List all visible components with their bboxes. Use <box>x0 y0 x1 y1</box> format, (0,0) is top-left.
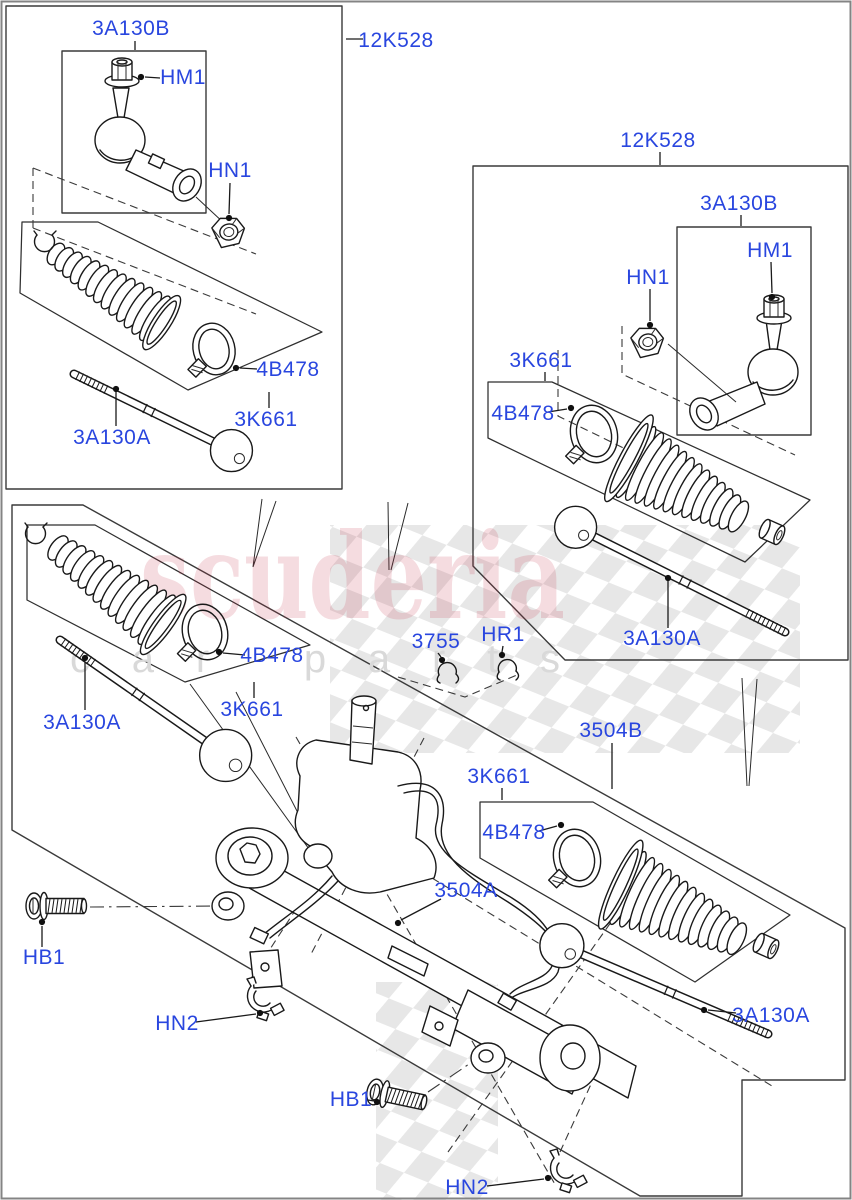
projection-lines <box>32 167 796 1187</box>
boot-clamp-small-mid-left <box>24 522 48 545</box>
part-label-group: HN1 <box>208 159 252 222</box>
bellows-boot-top-right <box>603 414 750 533</box>
part-label-group: 3A130A <box>623 574 701 650</box>
part-label-3a130a-6[interactable]: 3A130A <box>73 426 151 449</box>
exploded-parts <box>24 57 792 1194</box>
bellows-boot-top-left <box>46 242 182 351</box>
part-label-group: 12K528 <box>620 129 695 165</box>
part-label-group: 4B478 <box>482 821 565 844</box>
clip-hr1 <box>496 658 520 681</box>
part-label-group: 3755 <box>412 630 461 664</box>
part-label-hn1-10[interactable]: HN1 <box>626 266 670 289</box>
bolt-hb1-left <box>25 891 88 921</box>
part-label-group: 3504A <box>394 879 497 927</box>
part-label-4b478-14[interactable]: 4B478 <box>240 644 303 667</box>
part-label-3a130a-16[interactable]: 3A130A <box>43 711 121 734</box>
part-label-group: 3A130B <box>92 17 170 50</box>
bellows-boot-bottom-right <box>597 839 748 956</box>
bellows-boot-mid-left <box>47 535 187 656</box>
box-3a130b-left <box>61 50 207 214</box>
part-label-3504a-22[interactable]: 3504A <box>434 879 497 902</box>
part-label-3k661-15[interactable]: 3K661 <box>220 698 283 721</box>
boot-kit-box-mid-left <box>26 524 311 683</box>
boot-clamp-4b478-top-right <box>564 404 619 465</box>
part-label-group: HB1 <box>330 1088 381 1111</box>
nut-hn1-left <box>211 217 246 249</box>
part-label-group: HN1 <box>626 266 670 329</box>
panel-3504b <box>11 504 846 1197</box>
part-label-12k528-1[interactable]: 12K528 <box>358 29 433 52</box>
inner-tie-rod-top-right <box>553 505 790 637</box>
part-label-3a130b-0[interactable]: 3A130B <box>92 17 170 40</box>
part-label-group: 3K661 <box>509 349 572 381</box>
steering-gear <box>211 695 637 1099</box>
part-label-hb1-26[interactable]: HB1 <box>330 1088 372 1111</box>
part-label-3a130a-23[interactable]: 3A130A <box>732 1004 810 1027</box>
boot-kit-box-top-left <box>19 221 323 391</box>
watermark-brand: scuderia <box>140 507 565 646</box>
part-label-group: HB1 <box>23 918 65 969</box>
part-label-group: HR1 <box>481 623 525 659</box>
boot-clamp-small-top-left <box>33 230 57 253</box>
part-label-hm1-2[interactable]: HM1 <box>160 66 206 89</box>
bolt-hb1-lower <box>366 1078 428 1111</box>
part-number-labels: 3A130B12K528HM1HN14B4783K6613A130A12K528… <box>23 17 810 1199</box>
part-label-group: 3A130A <box>43 654 121 734</box>
part-label-group: 4B478 <box>491 402 575 425</box>
part-label-3k661-5[interactable]: 3K661 <box>234 408 297 431</box>
part-label-3504b-19[interactable]: 3504B <box>579 719 642 742</box>
boot-clamp-4b478-top-left <box>187 322 236 378</box>
boot-bushing-bottom-right <box>752 932 780 960</box>
part-label-group: 4B478 <box>215 644 303 667</box>
part-label-hr1-18[interactable]: HR1 <box>481 623 525 646</box>
part-label-group: 3K661 <box>220 682 283 721</box>
part-label-3a130b-8[interactable]: 3A130B <box>700 192 778 215</box>
part-label-4b478-21[interactable]: 4B478 <box>482 821 545 844</box>
part-label-group: HM1 <box>137 66 206 89</box>
part-label-group: HN2 <box>155 1009 264 1035</box>
panel-12k528-right <box>472 165 849 661</box>
part-label-group: 12K528 <box>346 29 433 52</box>
inner-tie-rod-bottom-right <box>539 922 773 1039</box>
boot-clamp-4b478-bottom-right <box>547 828 602 889</box>
part-label-hn1-3[interactable]: HN1 <box>208 159 252 182</box>
part-label-hn2-27[interactable]: HN2 <box>445 1176 489 1199</box>
part-label-3a130a-13[interactable]: 3A130A <box>623 627 701 650</box>
part-label-3755-17[interactable]: 3755 <box>412 630 461 653</box>
boot-clamp-4b478-mid-left <box>176 603 229 662</box>
part-label-hn2-25[interactable]: HN2 <box>155 1012 199 1035</box>
part-label-group: 3K661 <box>467 765 530 800</box>
part-label-group: 3504B <box>579 719 642 789</box>
part-label-group: HM1 <box>747 239 793 301</box>
part-label-group: 3A130A <box>73 385 151 449</box>
part-label-4b478-4[interactable]: 4B478 <box>256 358 319 381</box>
tie-rod-end-right <box>667 319 799 431</box>
inner-tie-rod-top-left <box>69 369 254 473</box>
part-label-hb1-24[interactable]: HB1 <box>23 946 65 969</box>
boot-kit-box-bottom-right <box>479 801 791 983</box>
boot-bushing-top-right <box>758 518 786 546</box>
part-label-hm1-9[interactable]: HM1 <box>747 239 793 262</box>
part-label-group: 3A130A <box>700 1004 810 1027</box>
clamp-hn2-lower <box>549 1148 588 1194</box>
part-label-3k661-11[interactable]: 3K661 <box>509 349 572 372</box>
panel-12k528-left <box>5 5 343 490</box>
nut-hn1-right <box>630 327 665 359</box>
tie-rod-end-left <box>94 87 241 239</box>
part-label-group: 3K661 <box>234 392 297 431</box>
part-label-group: HN2 <box>445 1174 552 1199</box>
part-label-group: 3A130B <box>700 192 778 226</box>
nut-hm1-left <box>104 57 140 88</box>
part-label-12k528-7[interactable]: 12K528 <box>620 129 695 152</box>
part-label-3k661-20[interactable]: 3K661 <box>467 765 530 788</box>
panel-outlines <box>5 5 849 1197</box>
part-label-4b478-12[interactable]: 4B478 <box>491 402 554 425</box>
box-3a130b-right <box>676 226 812 436</box>
part-label-group: 4B478 <box>232 358 319 381</box>
clip-3755 <box>436 661 460 684</box>
